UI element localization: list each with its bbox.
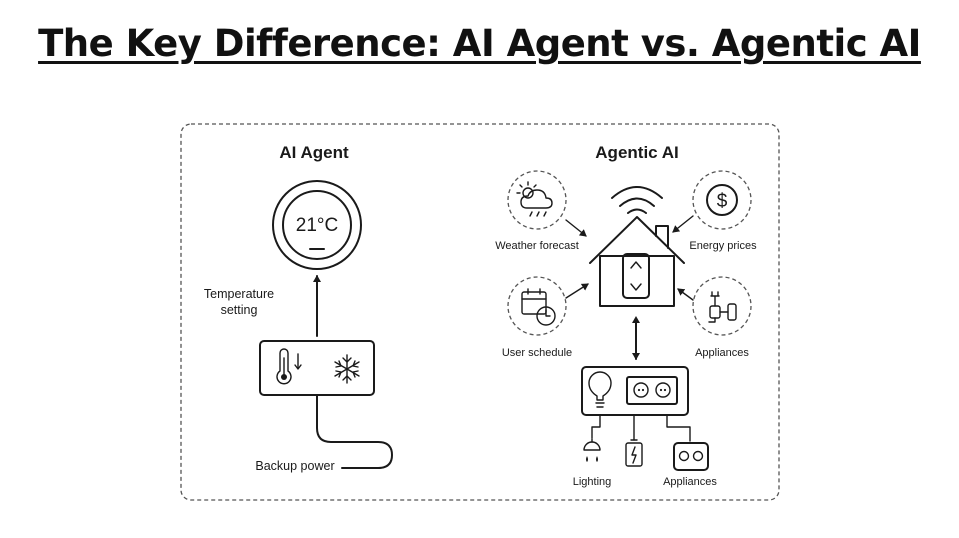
weather-icon bbox=[507, 170, 567, 230]
control-unit bbox=[259, 340, 375, 396]
appliances-input-label: Appliances bbox=[695, 347, 749, 359]
appliances-output-label: Appliances bbox=[663, 476, 717, 488]
weather-forecast-label: Weather forecast bbox=[495, 240, 579, 252]
agentic-ai-heading: Agentic AI bbox=[595, 143, 678, 162]
temperature-setting-label: Temperature bbox=[204, 287, 274, 301]
ai-agent-heading: AI Agent bbox=[279, 143, 349, 162]
appliances-connector bbox=[666, 414, 691, 442]
user-schedule-label: User schedule bbox=[502, 347, 572, 359]
weather-arrow bbox=[565, 219, 587, 237]
energy-arrow bbox=[672, 215, 694, 233]
svg-text:$: $ bbox=[717, 191, 728, 212]
outlet-icon bbox=[626, 376, 678, 405]
energy-prices-label: Energy prices bbox=[689, 240, 757, 252]
appliances-input-arrow bbox=[677, 288, 694, 301]
battery-icon bbox=[625, 439, 643, 467]
smart-home-icon bbox=[589, 216, 685, 307]
appliances-output-icon bbox=[673, 442, 709, 471]
backup-power-label: Backup power bbox=[255, 459, 334, 473]
lamp-icon bbox=[583, 438, 601, 462]
thermostat-reading: 21°C bbox=[296, 215, 338, 236]
lighting-label: Lighting bbox=[573, 476, 612, 488]
page-title: The Key Difference: AI Agent vs. Agentic… bbox=[38, 22, 921, 65]
schedule-arrow bbox=[565, 283, 589, 299]
power-cable-icon bbox=[316, 394, 393, 469]
thermostat-icon bbox=[272, 180, 362, 270]
temperature-setting-label-2: setting bbox=[221, 303, 258, 317]
calendar-clock-icon bbox=[507, 276, 567, 336]
wifi-icon bbox=[611, 186, 663, 214]
plug-icon bbox=[692, 276, 752, 336]
dollar-icon: $ bbox=[692, 170, 752, 230]
snowflake-icon bbox=[334, 354, 360, 384]
thermometer-icon bbox=[276, 348, 302, 385]
lighting-connector bbox=[591, 414, 601, 439]
light-bulb-icon bbox=[588, 371, 612, 408]
device-hub bbox=[581, 366, 689, 416]
diagram-frame bbox=[180, 123, 780, 501]
